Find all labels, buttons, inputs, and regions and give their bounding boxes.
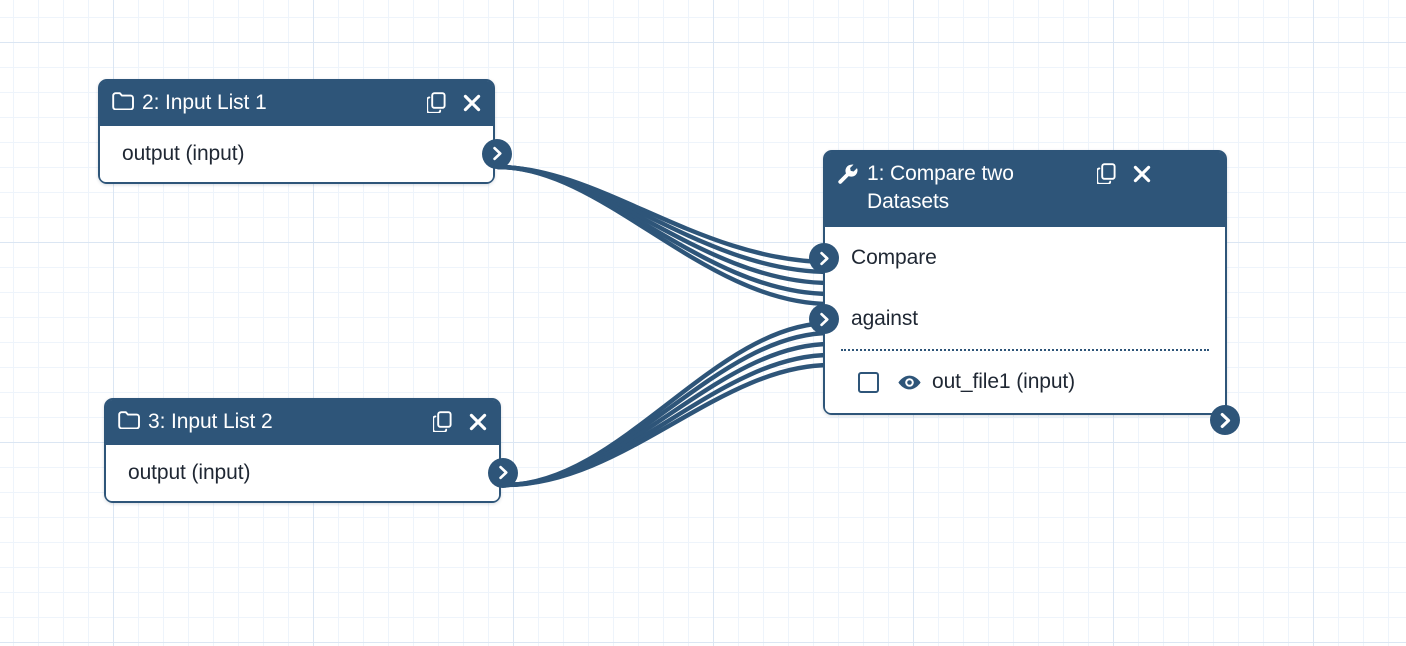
edge-input-list-2-to-against (502, 320, 833, 488)
copy-icon[interactable] (1097, 163, 1116, 184)
close-icon[interactable] (463, 94, 481, 112)
close-icon[interactable] (1133, 165, 1151, 183)
output-checkbox[interactable] (858, 371, 879, 393)
output-terminal[interactable] (482, 138, 512, 169)
eye-icon[interactable] (897, 374, 922, 391)
node-title: 1: Compare two Datasets (867, 162, 1014, 213)
close-icon[interactable] (469, 413, 487, 431)
node-header[interactable]: 1: Compare two Datasets (825, 152, 1225, 228)
output-label: output (input) (128, 460, 251, 484)
folder-icon (118, 411, 140, 429)
edge-input-list-1-to-compare (495, 164, 833, 307)
output-terminal[interactable] (488, 457, 518, 488)
folder-icon (112, 92, 134, 110)
node-body: Compare against (809, 227, 1240, 436)
node-input-list-1[interactable]: 2: Input List 1 output (input) (98, 79, 512, 184)
output-terminal[interactable] (1210, 405, 1240, 436)
node-header-actions (1097, 163, 1151, 184)
input-row-compare[interactable]: Compare (825, 227, 1225, 288)
input-terminal[interactable] (809, 304, 839, 335)
node-header[interactable]: 2: Input List 1 (100, 81, 493, 126)
node-input-list-2[interactable]: 3: Input List 2 output (input) (104, 398, 518, 503)
output-label: output (input) (122, 141, 245, 165)
input-label: against (851, 306, 919, 330)
copy-icon[interactable] (433, 411, 452, 432)
node-header-actions (427, 92, 481, 113)
node-body: output (input) (106, 444, 518, 501)
node-title: 3: Input List 2 (148, 410, 273, 433)
wrench-icon (837, 163, 859, 185)
copy-icon[interactable] (427, 92, 446, 113)
input-terminal[interactable] (809, 243, 839, 274)
node-title: 2: Input List 1 (142, 91, 267, 114)
input-row-against[interactable]: against (825, 288, 1225, 349)
output-row-out-file1[interactable]: out_file1 (input) (825, 351, 1225, 413)
node-header[interactable]: 3: Input List 2 (106, 400, 499, 445)
output-label: out_file1 (input) (932, 370, 1076, 394)
node-body: output (input) (100, 125, 512, 182)
input-label: Compare (851, 245, 937, 269)
output-row[interactable]: output (input) (106, 445, 499, 501)
section-divider (841, 349, 1209, 352)
node-compare-two-datasets[interactable]: 1: Compare two Datasets Compare (809, 150, 1240, 436)
output-row[interactable]: output (input) (100, 126, 493, 182)
node-header-actions (433, 411, 487, 432)
